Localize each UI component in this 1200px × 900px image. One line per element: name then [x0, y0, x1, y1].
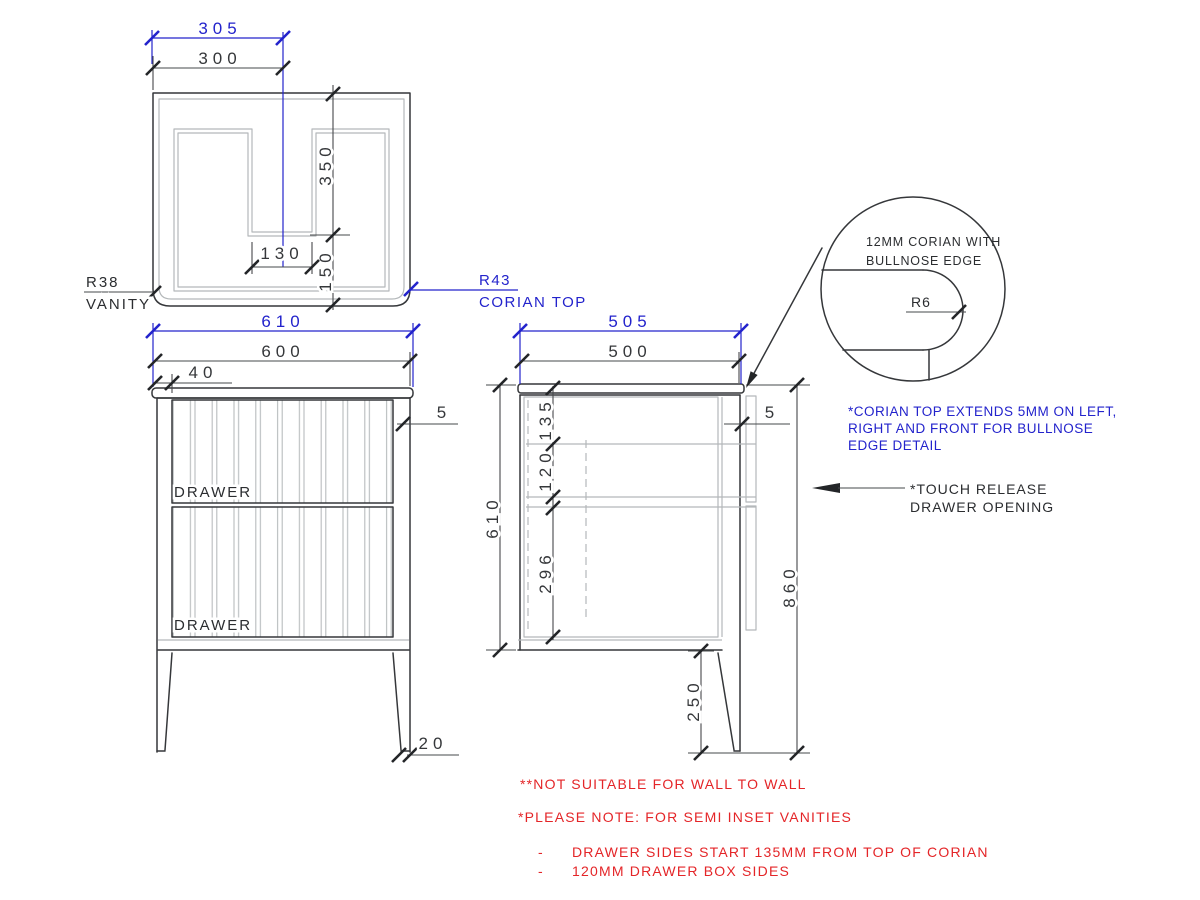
- touch-note-line2: DRAWER OPENING: [910, 499, 1054, 515]
- drawer-front-bottom: [171, 506, 394, 638]
- dim-610-side: 610: [483, 495, 502, 538]
- dim-40-front: 40: [189, 363, 218, 382]
- side-elevation: 505 500 135 120 296 610 5 860 250: [481, 310, 810, 762]
- detail-note-line2: BULLNOSE EDGE: [866, 254, 982, 268]
- drawer-front-top: [171, 399, 394, 504]
- drawer-label-top: DRAWER: [174, 484, 252, 501]
- footnote-bullet1-dash: -: [538, 844, 544, 860]
- right-leg-inner: [392, 652, 402, 751]
- label-r43: R43: [479, 272, 511, 289]
- left-leg-inner: [164, 652, 173, 751]
- dim-350: 350: [316, 142, 335, 185]
- label-r38: R38: [86, 274, 120, 291]
- label-corian-top: CORIAN TOP: [479, 294, 587, 311]
- dim-5-side: 5: [765, 403, 779, 422]
- drawer-label-bottom: DRAWER: [174, 617, 252, 634]
- dim-130: 130: [260, 244, 303, 263]
- footnote-bullet2: 120MM DRAWER BOX SIDES: [572, 863, 790, 879]
- corian-note-line1: *CORIAN TOP EXTENDS 5MM ON LEFT,: [848, 404, 1117, 419]
- vanity-body-outline: [158, 98, 405, 300]
- detail-circle: 12MM CORIAN WITH BULLNOSE EDGE R6: [746, 196, 1006, 388]
- corian-note-line3: EDGE DETAIL: [848, 438, 942, 453]
- dim-20-front: 20: [419, 734, 448, 753]
- detail-leader-arrowhead: [746, 371, 758, 388]
- corian-slab-front: [151, 387, 414, 399]
- dim-296-side: 296: [536, 550, 555, 593]
- drawer-front-profile-bottom: [745, 505, 757, 631]
- dim-250-side: 250: [684, 678, 703, 721]
- corian-top-outline: [152, 92, 411, 307]
- dim-120-side: 120: [536, 448, 555, 491]
- dim-505-side: 505: [608, 312, 651, 331]
- footnote-semi-inset: *PLEASE NOTE: FOR SEMI INSET VANITIES: [518, 809, 852, 825]
- dim-860-side: 860: [780, 564, 799, 607]
- plan-view: 305 300 350 150 130 R38 VANITY R43 CORIA…: [84, 17, 588, 316]
- footnote-wall-to-wall: **NOT SUITABLE FOR WALL TO WALL: [520, 776, 807, 792]
- dim-600-front: 600: [261, 342, 304, 361]
- footnote-bullet2-dash: -: [538, 863, 544, 879]
- side-leg-back: [717, 652, 735, 751]
- detail-bubble: [820, 196, 1006, 382]
- dim-610-front: 610: [261, 312, 304, 331]
- bullnose-profile: [922, 269, 964, 351]
- dim-5-front: 5: [437, 403, 451, 422]
- touch-release-arrowhead: [812, 483, 840, 493]
- label-vanity: VANITY: [86, 296, 151, 313]
- corian-note-line2: RIGHT AND FRONT FOR BULLNOSE: [848, 421, 1093, 436]
- basin-cutout-inner: [177, 132, 386, 288]
- detail-leader-line: [751, 247, 823, 378]
- footnotes: **NOT SUITABLE FOR WALL TO WALL *PLEASE …: [518, 776, 989, 879]
- side-panel-fluted: [523, 396, 719, 638]
- dim-300: 300: [198, 49, 241, 68]
- corian-slab-side: [517, 383, 745, 394]
- basin-cutout-outer: [173, 128, 390, 292]
- dim-135-side: 135: [536, 397, 555, 440]
- detail-radius-r6: R6: [911, 294, 931, 310]
- annotations: *CORIAN TOP EXTENDS 5MM ON LEFT, RIGHT A…: [812, 404, 1117, 515]
- touch-note-line1: *TOUCH RELEASE: [910, 481, 1047, 497]
- dim-500-side: 500: [608, 342, 651, 361]
- detail-note-line1: 12MM CORIAN WITH: [866, 235, 1001, 249]
- front-elevation: DRAWER DRAWER 610 600 40 5 20: [144, 310, 459, 764]
- dim-150: 150: [316, 248, 335, 291]
- drawer-front-profile-top: [745, 395, 757, 503]
- dim-305: 305: [198, 19, 241, 38]
- footnote-bullet1: DRAWER SIDES START 135MM FROM TOP OF COR…: [572, 844, 989, 860]
